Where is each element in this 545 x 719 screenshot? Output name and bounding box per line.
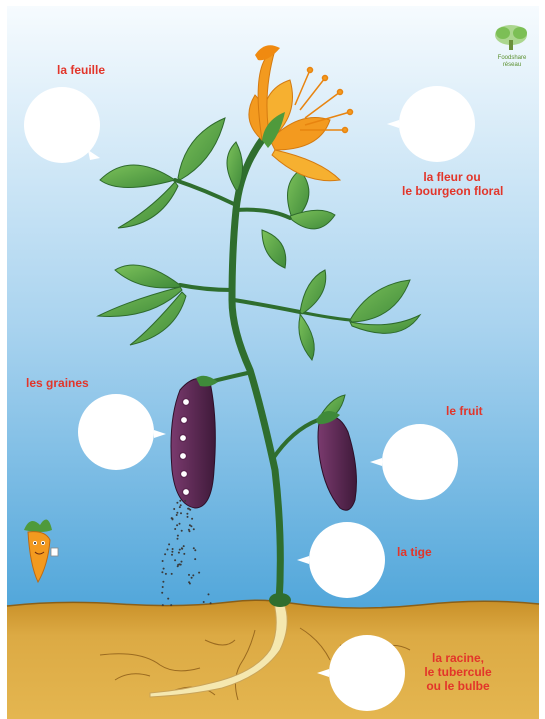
seed-dot (172, 548, 174, 550)
seed-dot (171, 551, 173, 553)
seed-dot (181, 547, 183, 549)
seed-dot (162, 560, 164, 562)
label-seeds: les graines (26, 376, 89, 390)
seed-dot (181, 530, 183, 532)
seed-dot (171, 517, 173, 519)
seed-dot (187, 516, 189, 518)
seed-dot (162, 581, 164, 583)
logo-text: Foodshare réseau (490, 55, 534, 69)
seed-dot (203, 601, 205, 603)
seed-dot (188, 574, 190, 576)
label-fruit: le fruit (446, 404, 483, 418)
seed-dot (171, 554, 173, 556)
seed-dot (191, 577, 193, 579)
seed-dot (194, 558, 196, 560)
seed-dot (177, 535, 179, 537)
label-flower: la fleur ou le bourgeon floral (402, 170, 502, 198)
stem-base (269, 593, 291, 607)
seed-dot (188, 529, 190, 531)
eggplant-with-seeds (171, 376, 218, 508)
seed-dot (189, 509, 191, 511)
seed-dot (176, 502, 178, 504)
seed-dot (186, 513, 188, 515)
label-flower-line1: la fleur ou (402, 170, 502, 184)
seed-dot (164, 553, 166, 555)
answer-circle-leaf (24, 87, 100, 163)
seed-dot (177, 538, 179, 540)
seed-dot (193, 528, 195, 530)
seed-dot (193, 547, 195, 549)
label-root-line3: ou le bulbe (413, 679, 503, 693)
seed-dot (176, 512, 178, 514)
label-leaf: la feuille (57, 63, 105, 77)
seed-dot (183, 545, 185, 547)
seed-dot (198, 572, 200, 574)
seed-dot (188, 581, 190, 583)
seed-dot (180, 512, 182, 514)
seed-dot (184, 500, 186, 502)
seed-dot (174, 559, 176, 561)
seed-dot (208, 593, 210, 595)
seed-dot (176, 514, 178, 516)
logo-tagline: réseau (490, 62, 534, 69)
label-stem: la tige (397, 545, 432, 559)
seed-dot (168, 543, 170, 545)
seed-dot (163, 568, 165, 570)
seed-dot (162, 604, 164, 606)
seed-dot (180, 564, 182, 566)
seed-dot (176, 524, 178, 526)
seed-dot (174, 528, 176, 530)
seed-dot (191, 518, 193, 520)
seed-dot (162, 586, 164, 588)
label-root-line1: la racine, (413, 651, 503, 665)
seed-dot (173, 508, 175, 510)
seed-dot (181, 561, 183, 563)
seed-dot (179, 506, 181, 508)
seed-dot (179, 523, 181, 525)
seed-dot (179, 549, 181, 551)
label-root: la racine, le tubercule ou le bulbe (413, 651, 503, 693)
seed-dot (210, 602, 212, 604)
seed-dot (161, 571, 163, 573)
seed-dot (167, 549, 169, 551)
seed-dot (177, 565, 179, 567)
seed-dot (165, 573, 167, 575)
seed-dot (192, 574, 194, 576)
seed-dot (167, 598, 169, 600)
label-flower-line2: le bourgeon floral (402, 184, 502, 198)
seed-dot (189, 524, 191, 526)
seed-dot (178, 552, 180, 554)
logo-name: Foodshare (490, 55, 534, 62)
seed-dot (179, 500, 181, 502)
label-root-line2: le tubercule (413, 665, 503, 679)
seed-dot (194, 549, 196, 551)
seed-dot (171, 573, 173, 575)
seed-dot (170, 604, 172, 606)
seed-dot (183, 553, 185, 555)
seed-dot (161, 592, 163, 594)
seed-dot (180, 504, 182, 506)
